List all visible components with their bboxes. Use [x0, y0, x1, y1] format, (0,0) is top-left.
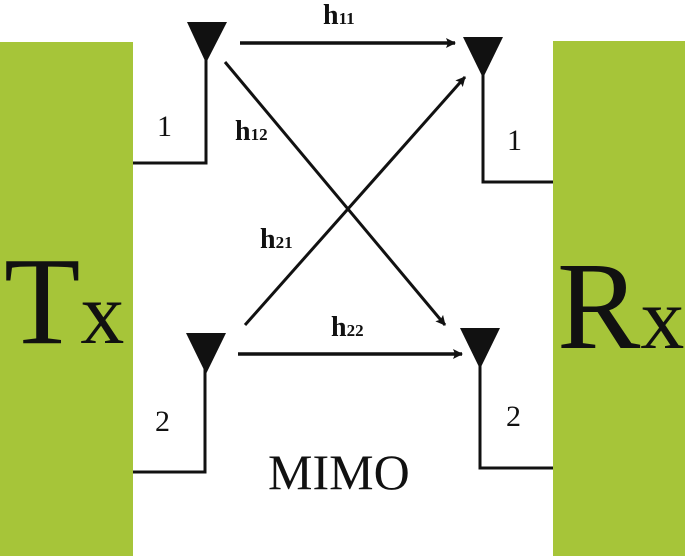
tx-antenna-2-label: 2 — [155, 405, 170, 438]
channel-h11-label: h11 — [323, 0, 355, 31]
channel-h21-label: h21 — [260, 224, 293, 255]
channel-h22-label: h22 — [331, 312, 364, 343]
channel-h12-label: h12 — [235, 116, 268, 147]
transmitter-block — [0, 42, 133, 556]
diagram-title: MIMO — [268, 444, 410, 500]
tx-antenna-1-label: 1 — [157, 110, 172, 143]
rx-antenna-1-label: 1 — [507, 124, 522, 157]
rx-antenna-2-label: 2 — [506, 400, 521, 433]
antenna-icons — [186, 22, 503, 374]
receiver-label: Rx — [557, 238, 685, 376]
transmitter-label: Tx — [4, 233, 125, 371]
receiver-block — [553, 41, 685, 556]
